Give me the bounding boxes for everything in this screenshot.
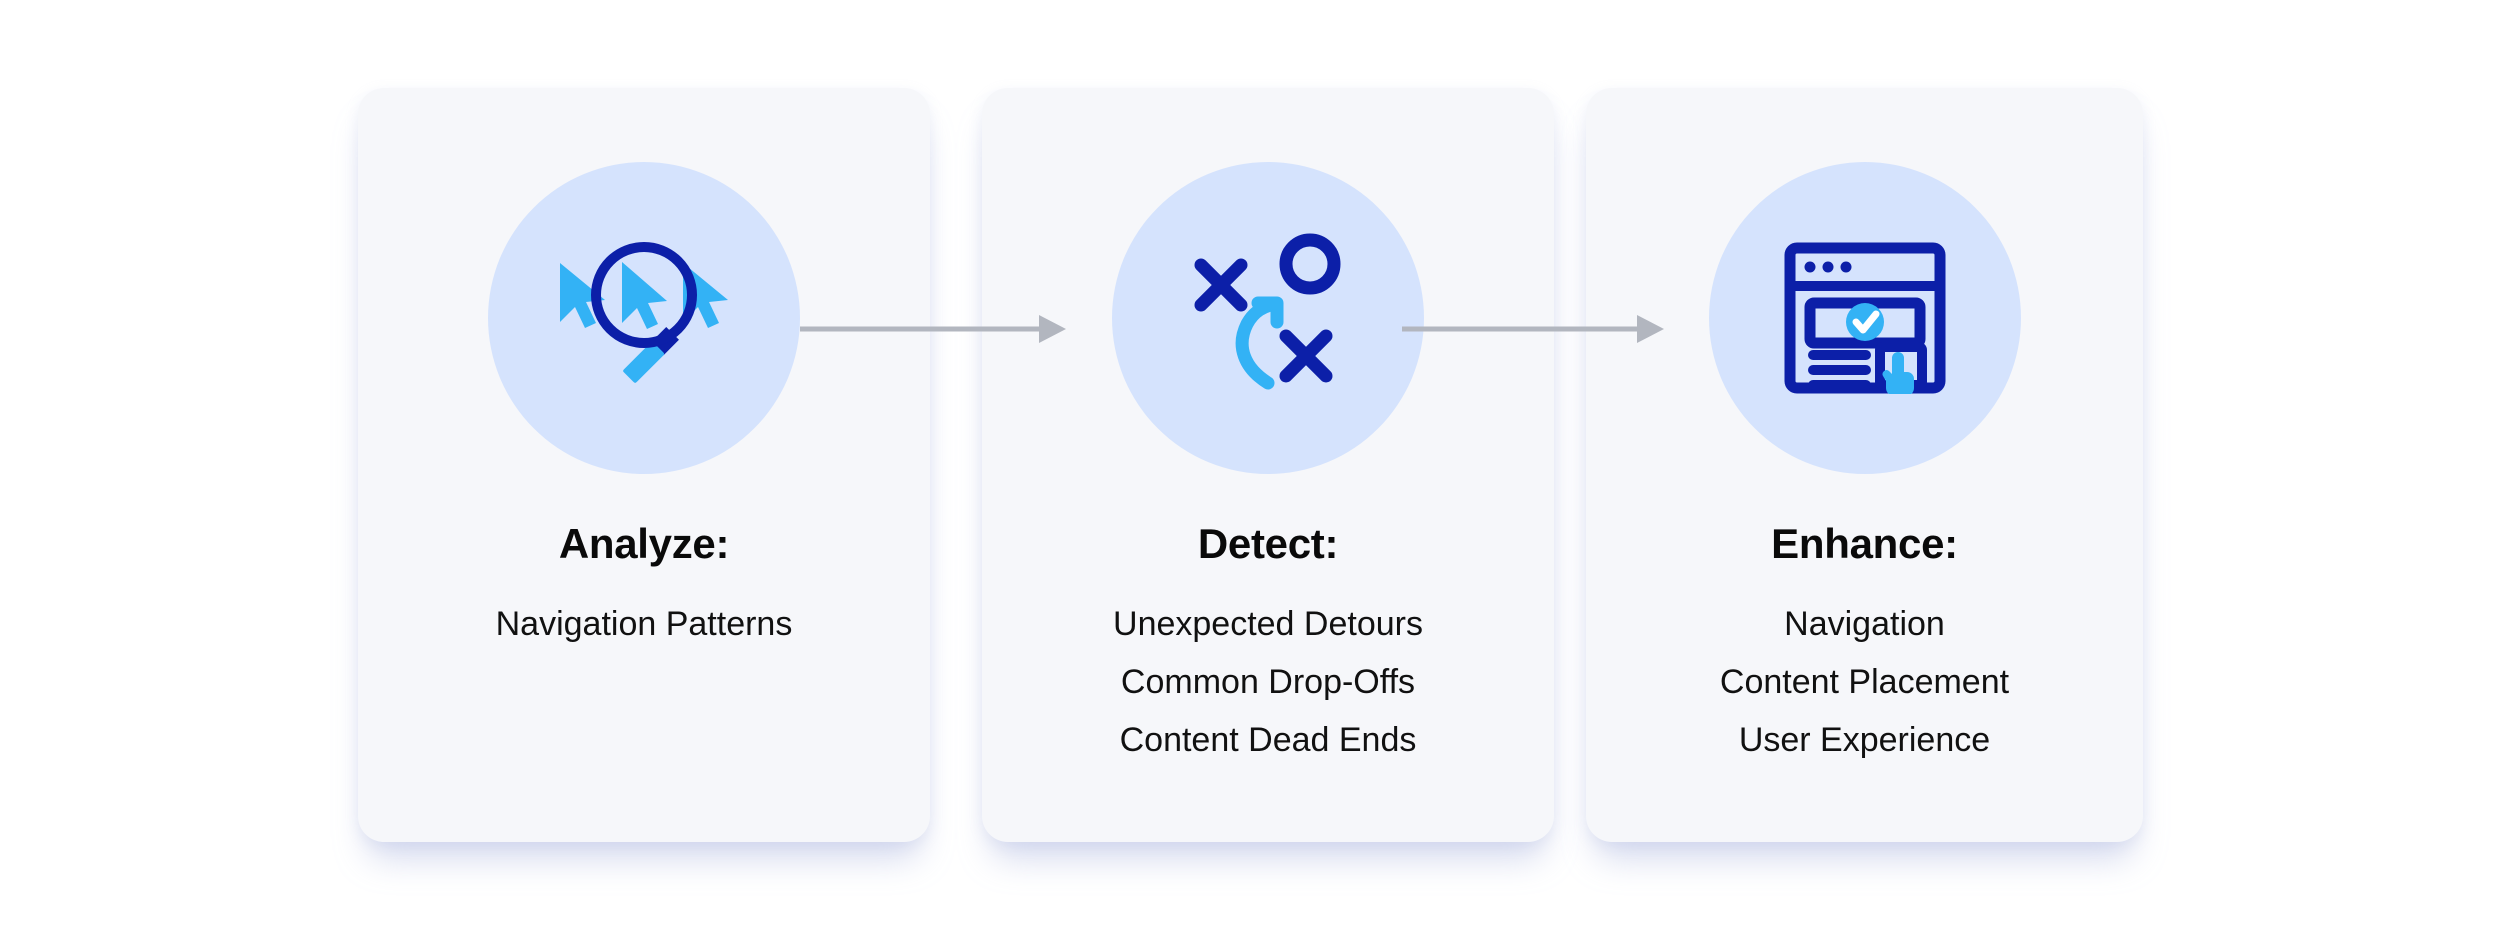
- step-lines-detect: Unexpected Detours Common Drop-Offs Cont…: [1113, 595, 1423, 769]
- step-title-enhance: Enhance:: [1771, 520, 1958, 567]
- step-lines-enhance: Navigation Content Placement User Experi…: [1720, 595, 2009, 769]
- step-line: Unexpected Detours: [1113, 605, 1423, 643]
- step-title-detect: Detect:: [1197, 520, 1339, 567]
- step-line: Navigation Patterns: [495, 605, 793, 643]
- icon-circle-analyze: [488, 162, 800, 474]
- strategy-xo-arrow-icon: [1194, 233, 1341, 390]
- step-line: Content Dead Ends: [1119, 721, 1417, 759]
- step-card-detect: Detect: Unexpected Detours Common Drop-O…: [982, 88, 1554, 842]
- step-lines-analyze: Navigation Patterns: [496, 595, 793, 653]
- browser-window-check-click-icon: [1784, 242, 1945, 394]
- step-line: Navigation: [1784, 605, 1945, 643]
- step-line: User Experience: [1738, 721, 1991, 759]
- step-title-analyze: Analyze:: [558, 520, 730, 567]
- step-card-analyze: Analyze: Navigation Patterns: [358, 88, 930, 842]
- icon-circle-detect: [1112, 162, 1424, 474]
- step-card-enhance: Enhance: Navigation Content Placement Us…: [1586, 88, 2143, 842]
- icon-circle-enhance: [1708, 162, 2021, 474]
- step-line: Content Placement: [1719, 663, 2010, 701]
- magnifier-cursors-icon: [560, 242, 728, 383]
- step-line: Common Drop-Offs: [1120, 663, 1416, 701]
